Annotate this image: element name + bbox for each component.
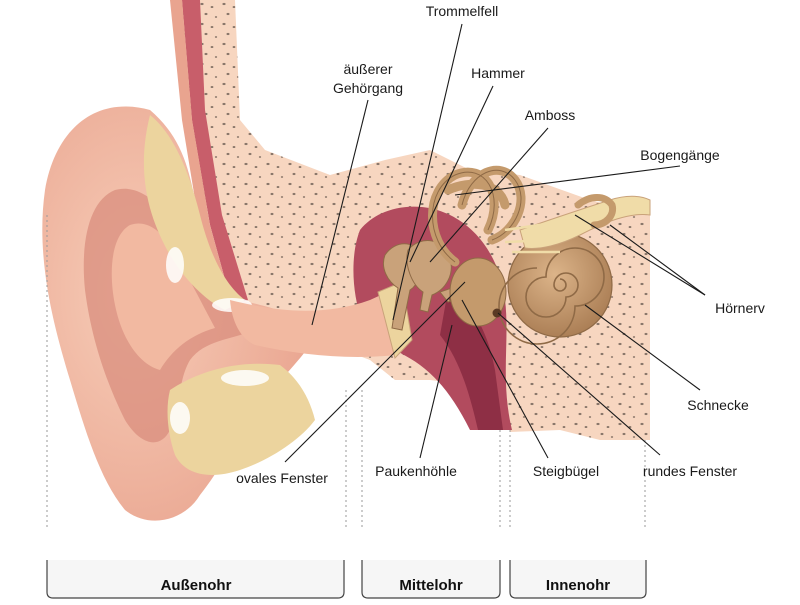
section-innenohr: Innenohr [546,577,610,594]
label-paukenhoehle: Paukenhöhle [375,463,457,479]
label-schnecke: Schnecke [687,397,749,413]
scalp-skin-outer [170,0,232,315]
label-hoernerv: Hörnerv [715,300,765,316]
cochlea [498,232,613,345]
cartilage-highlight [170,402,190,434]
auditory-nerve [504,194,651,254]
leader-hoernerv [574,214,706,296]
label-trommelfell: Trommelfell [426,3,499,19]
section-bracket-mittelohr [361,560,501,599]
label-hammer: Hammer [471,65,525,81]
cartilage-highlight [221,370,269,386]
section-bracket-aussenohr [46,560,345,599]
label-ovales-fenster: ovales Fenster [236,470,328,486]
vestibule [449,257,507,327]
leader-paukenhoehle [419,324,453,459]
label-aeusserer-line2: Gehörgang [333,80,403,96]
round-window [492,308,502,318]
anvil-bone [406,240,452,313]
label-rundes-fenster: rundes Fenster [643,463,737,479]
leader-steigbuegel [461,299,549,459]
leader-ovales-fenster [284,281,466,463]
leader-rundes-fenster [497,312,661,456]
leader-bogengaenge [454,165,681,196]
label-aeusserer-line1: äußerer [343,61,392,77]
leader-hoernerv [609,224,706,296]
cartilage-highlight [166,247,184,283]
leader-amboss [429,127,549,263]
label-bogengaenge: Bogengänge [640,147,720,163]
leader-trommelfell [392,23,463,321]
scalp-skin [182,0,248,305]
section-aussenohr: Außenohr [161,577,232,594]
leader-aeusserer-gehoergang [311,99,369,326]
section-mittelohr: Mittelohr [399,577,462,594]
label-steigbuegel: Steigbügel [533,463,599,479]
section-bracket-innenohr [509,560,647,599]
label-amboss: Amboss [525,107,576,123]
leader-hammer [409,85,494,263]
leader-schnecke [584,304,701,391]
